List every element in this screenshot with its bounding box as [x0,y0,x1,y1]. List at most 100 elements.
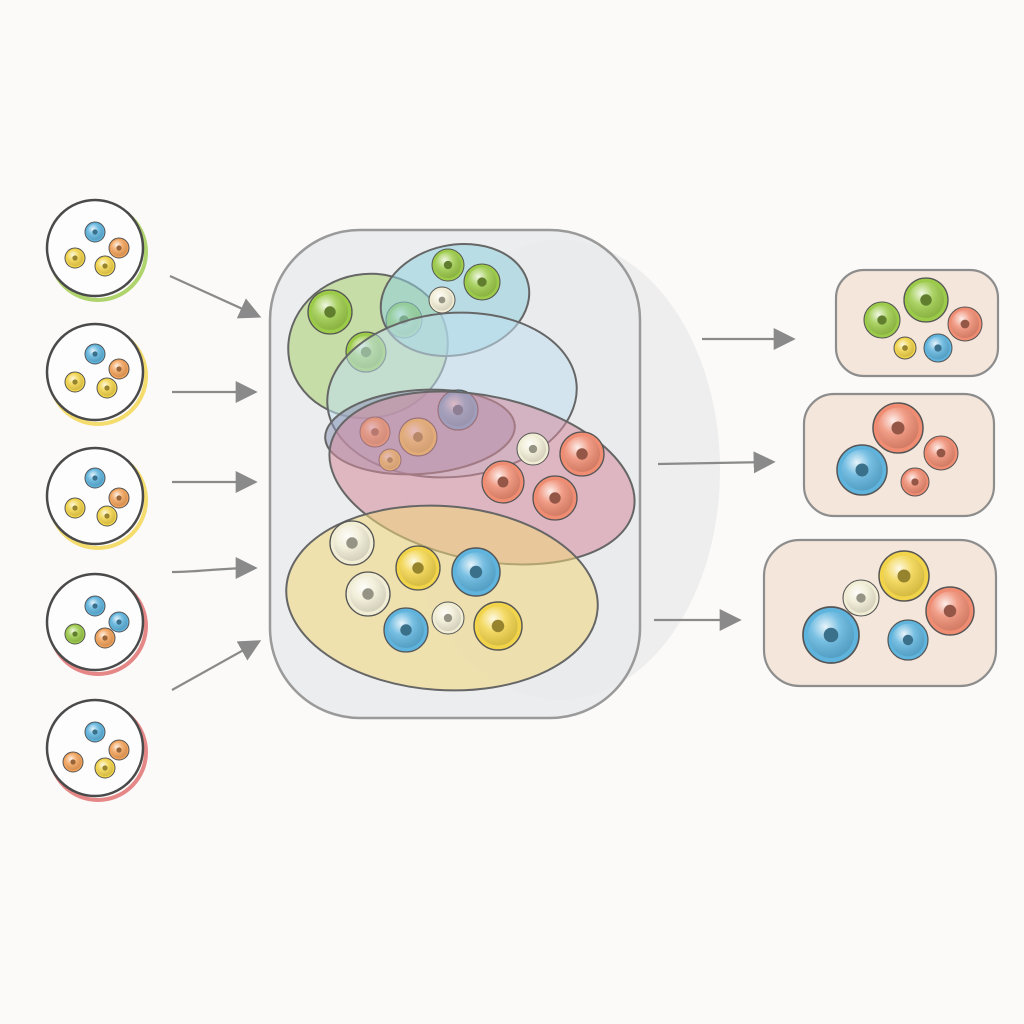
input-cell-5-2-nucleus [70,759,76,765]
output-3-cell-5-nucleus [902,634,914,646]
input-cell-1-3-nucleus [116,245,122,251]
output-1-box [834,268,1000,378]
output-1-cell-5-nucleus [934,344,942,352]
cluster-yellow [285,504,599,692]
output-1-cell-3 [947,306,983,342]
cluster-yellow-cell-3 [395,545,441,591]
cluster-yellow-cell-4 [451,547,501,597]
output-1-cell-1 [863,301,901,339]
input-sample-4 [45,572,148,676]
input-sample-2 [45,322,148,426]
output-2-cell-4-nucleus [911,478,919,486]
cluster-yellow-cell-6 [431,601,465,635]
cluster-rose-cell-4-nucleus [549,492,561,504]
input-cell-2-2-nucleus [72,379,78,385]
output-3 [762,538,998,688]
cluster-green-cell-1-nucleus [324,306,336,318]
output-3-cell-1-nucleus [897,569,911,583]
cluster-cyan-cell-3 [428,286,456,314]
input-sample-5 [45,698,148,802]
input-cell-2-3-nucleus [116,366,122,372]
output-1-cell-4-nucleus [902,345,908,351]
cluster-yellow-cell-4-nucleus [469,565,483,579]
input-cell-3-3-nucleus [116,495,122,501]
input-cell-5-3-nucleus [116,747,122,753]
input-cell-5-2 [62,751,84,773]
output-3-cell-1 [878,550,930,602]
input-cell-5-1-nucleus [92,729,98,735]
output-3-cell-3-nucleus [943,604,957,618]
output-2-cell-4 [900,467,930,497]
output-1-cell-2-nucleus [920,294,932,306]
output-1-cell-2 [903,277,949,323]
output-1 [834,268,1000,378]
cluster-yellow-cell-5 [383,607,429,653]
input-cell-1-1-nucleus [92,229,98,235]
output-3-cell-5 [887,619,929,661]
output-2-cell-3-nucleus [936,448,946,458]
input-cell-3-2-nucleus [72,505,78,511]
cluster-yellow-cell-1 [329,520,375,566]
input-arrows [169,274,262,691]
input-cell-5-4-nucleus [102,765,108,771]
cluster-yellow-cell-7 [473,601,523,651]
output-3-cell-4 [802,606,860,664]
output-1-cell-3-nucleus [960,319,970,329]
input-sample-dish-3 [45,446,145,546]
input-cell-5-4 [94,757,116,779]
output-3-cell-3 [925,586,975,636]
cluster-yellow-cell-1-nucleus [346,537,358,549]
input-cell-3-2 [64,497,86,519]
output-1-cell-5 [923,333,953,363]
input-samples [45,198,148,802]
output-2-cell-3 [923,435,959,471]
output-arrows [654,328,796,631]
cluster-yellow-cell-2-nucleus [362,588,374,600]
input-cell-3-4 [96,505,118,527]
cluster-cyan-cell-2-nucleus [477,277,487,287]
input-cell-1-2-nucleus [72,255,78,261]
input-cell-3-4-nucleus [104,513,110,519]
input-cell-2-1 [84,343,106,365]
input-cell-2-4 [96,377,118,399]
cluster-yellow-cell-7-nucleus [491,619,505,633]
input-cell-5-1 [84,721,106,743]
input-sample-1 [45,198,148,302]
cluster-rose-cell-3 [481,460,525,504]
output-2-cell-2 [836,444,888,496]
cluster-rose-cell-4 [532,475,578,521]
input-sample-dish-1 [45,198,145,298]
input-cell-1-4 [94,255,116,277]
cluster-rose-cell-2 [559,431,605,477]
output-arrow-2 [657,451,776,474]
input-cell-4-2-nucleus [72,631,78,637]
cluster-yellow-cell-2 [345,571,391,617]
cluster-green-cell-1 [307,289,353,335]
output-3-cell-4-nucleus [823,627,839,643]
input-cell-1-2 [64,247,86,269]
input-arrow-4 [171,557,258,580]
input-cell-3-1-nucleus [92,475,98,481]
input-cell-2-3 [108,358,130,380]
input-cell-4-2 [64,623,86,645]
output-1-cell-4 [893,336,917,360]
input-sample-dish-4 [45,572,145,672]
cluster-regions [285,242,636,692]
input-cell-3-1 [84,467,106,489]
input-cell-4-1 [84,595,106,617]
input-arrow-1 [169,274,262,319]
output-3-cell-2 [842,579,880,617]
cluster-cyan-cell-3-nucleus [438,296,446,304]
input-cell-4-1-nucleus [92,603,98,609]
input-cell-2-4-nucleus [104,385,110,391]
output-3-cell-2-nucleus [856,593,866,603]
cluster-cyan-cell-1-nucleus [443,260,453,270]
input-sample-dish-2 [45,322,145,422]
input-cell-1-4-nucleus [102,263,108,269]
output-2-cell-2-nucleus [855,463,869,477]
input-cell-5-3 [108,739,130,761]
cluster-cyan-cell-1 [431,248,465,282]
input-cell-1-3 [108,237,130,259]
input-cell-1-1 [84,221,106,243]
